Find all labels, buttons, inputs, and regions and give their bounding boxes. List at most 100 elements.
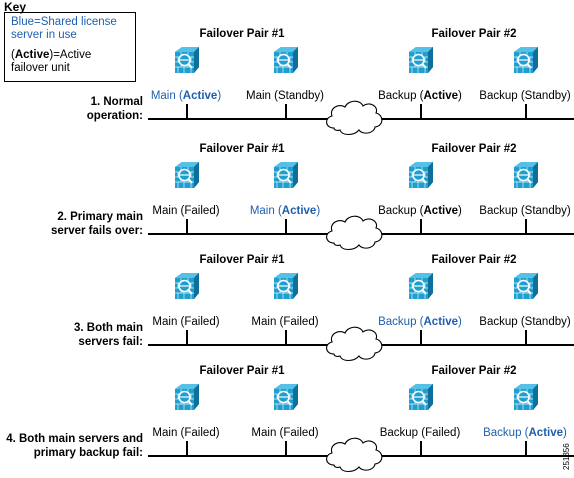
unit-connector <box>420 441 422 455</box>
firewall-icon <box>409 162 433 188</box>
firewall-unit <box>171 271 201 306</box>
failover-pair-label: Failover Pair #1 <box>199 28 285 40</box>
unit-name: Main <box>251 427 277 439</box>
unit-state: Failed <box>184 316 216 328</box>
network-cloud <box>322 435 386 478</box>
firewall-unit <box>510 271 540 306</box>
unit-status-label: Backup (Standby) <box>479 316 571 328</box>
unit-status-label: Backup (Active) <box>483 427 567 439</box>
failover-pair-label: Failover Pair #2 <box>431 28 517 40</box>
unit-status-label: Main (Failed) <box>152 427 220 439</box>
firewall-icon <box>274 47 298 73</box>
failover-pair-label: Failover Pair #2 <box>431 254 517 266</box>
unit-state: Active <box>528 427 564 439</box>
scenario-step-label: 2. Primary main server fails over: <box>51 210 143 238</box>
unit-connector <box>186 330 188 344</box>
unit-status-label: Main (Failed) <box>251 316 319 328</box>
failover-pair-label: Failover Pair #1 <box>199 254 285 266</box>
firewall-unit <box>171 160 201 195</box>
firewall-unit <box>405 160 435 195</box>
unit-state: Standby <box>524 316 567 328</box>
unit-state: Standby <box>524 205 567 217</box>
key-active-bold: Active <box>14 49 50 61</box>
firewall-icon <box>514 273 538 299</box>
unit-status-label: Main (Failed) <box>251 427 319 439</box>
unit-state: Standby <box>277 90 321 102</box>
key-line-blue-2: server in use <box>11 29 77 41</box>
key-line-active: (Active)=Active <box>11 49 92 61</box>
unit-name: Backup <box>483 427 522 439</box>
unit-state: Active <box>423 90 459 102</box>
step-label-line-1: 4. Both main servers and <box>6 433 143 445</box>
firewall-unit <box>405 271 435 306</box>
unit-name: Main <box>251 316 277 328</box>
unit-name: Main <box>152 427 178 439</box>
unit-name: Backup <box>378 316 417 328</box>
firewall-unit <box>270 160 300 195</box>
unit-status-label: Backup (Standby) <box>479 205 571 217</box>
unit-name: Backup <box>479 205 518 217</box>
unit-state: Failed <box>283 427 315 439</box>
unit-status-label: Main (Failed) <box>152 316 220 328</box>
firewall-icon <box>175 384 199 410</box>
network-cloud <box>322 98 386 141</box>
unit-connector <box>420 104 422 118</box>
network-cloud-icon <box>326 100 383 136</box>
firewall-icon <box>175 47 199 73</box>
unit-name: Main <box>150 90 176 102</box>
firewall-unit <box>171 382 201 417</box>
unit-name: Main <box>245 90 271 102</box>
step-label-line-1: 3. Both main <box>73 322 143 334</box>
step-label-line-1: 2. Primary main <box>57 211 143 223</box>
step-label-line-2: servers fail: <box>78 336 143 348</box>
firewall-icon <box>274 162 298 188</box>
firewall-icon <box>175 273 199 299</box>
figure-id: 251356 <box>562 443 571 470</box>
unit-connector <box>186 441 188 455</box>
firewall-icon <box>514 47 538 73</box>
firewall-unit <box>510 160 540 195</box>
unit-name: Main <box>152 316 178 328</box>
unit-status-label: Backup (Failed) <box>379 427 461 439</box>
unit-connector <box>285 219 287 233</box>
scenario-step-label: 4. Both main servers and primary backup f… <box>6 432 143 460</box>
key-box: Blue=Shared license server in use (Activ… <box>4 12 136 82</box>
unit-connector <box>285 330 287 344</box>
failover-pair-label: Failover Pair #1 <box>199 365 285 377</box>
unit-state: Failed <box>283 316 315 328</box>
unit-state: Standby <box>524 90 567 102</box>
unit-status-label: Backup (Active) <box>378 316 462 328</box>
key-line-failover: failover unit <box>11 62 70 74</box>
unit-state: Failed <box>184 427 216 439</box>
network-cloud-icon <box>326 215 383 251</box>
key-active-rest: =Active <box>53 49 92 61</box>
unit-name: Main <box>152 205 178 217</box>
network-cloud-icon <box>326 326 383 362</box>
unit-connector <box>525 330 527 344</box>
unit-state: Active <box>423 316 459 328</box>
unit-name: Backup <box>379 427 419 439</box>
step-label-line-2: server fails over: <box>50 225 143 237</box>
firewall-icon <box>514 162 538 188</box>
unit-status-label: Main (Standby) <box>245 90 324 102</box>
scenario-step-label: 3. Both main servers fail: <box>74 321 143 349</box>
firewall-unit <box>405 382 435 417</box>
firewall-icon <box>274 273 298 299</box>
unit-status-label: Main (Active) <box>249 205 321 217</box>
failover-pair-label: Failover Pair #2 <box>431 365 517 377</box>
key-title: Key <box>4 0 27 14</box>
unit-state: Active <box>182 90 218 102</box>
network-cloud <box>322 213 386 256</box>
step-label-line-2: primary backup fail: <box>33 447 143 459</box>
firewall-icon <box>409 384 433 410</box>
unit-status-label: Backup (Active) <box>378 90 462 102</box>
key-line-blue-1: Blue=Shared license <box>11 16 117 28</box>
firewall-unit <box>171 45 201 80</box>
firewall-unit <box>510 382 540 417</box>
unit-state: Active <box>281 205 317 217</box>
network-cloud-icon <box>326 437 383 473</box>
unit-connector <box>285 104 287 118</box>
unit-state: Failed <box>425 427 457 439</box>
firewall-unit <box>405 45 435 80</box>
unit-status-label: Main (Active) <box>150 90 222 102</box>
